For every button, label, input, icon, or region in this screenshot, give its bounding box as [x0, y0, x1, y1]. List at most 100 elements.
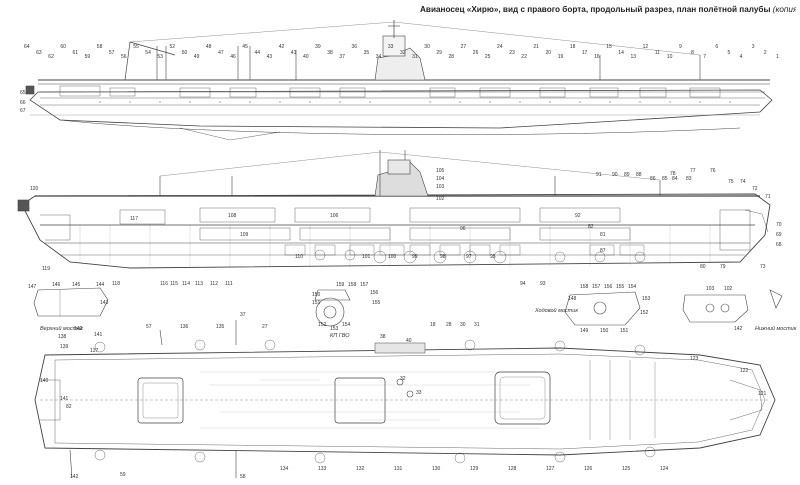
callout-label: 151 [620, 328, 629, 334]
callout-label: 147 [28, 284, 37, 290]
callout-label: 56 [121, 54, 127, 60]
callout-label: 94 [520, 281, 526, 287]
callout-label: 137 [90, 348, 99, 354]
side-view-labels: 6463626061595857565554535250494847464544… [20, 44, 779, 114]
callout-label: 119 [42, 266, 50, 272]
callout-label: 59 [85, 54, 91, 60]
callout-label: 116 [160, 281, 168, 287]
callout-label: 37 [339, 54, 345, 60]
callout-label: 84 [672, 176, 678, 182]
callout-label: 110 [295, 254, 303, 260]
callout-label: 7 [703, 54, 706, 60]
callout-label: 105 [436, 168, 445, 174]
callout-label: 88 [636, 172, 642, 178]
callout-label: 18 [430, 322, 436, 328]
callout-label: 12 [643, 44, 649, 50]
callout-label: 27 [461, 44, 467, 50]
callout-label: 14 [618, 50, 624, 56]
callout-label: 66 [20, 100, 26, 106]
callout-label: 21 [533, 44, 539, 50]
callout-label: 33 [416, 390, 422, 396]
callout-label: 63 [36, 50, 42, 56]
callout-label: 158 [348, 282, 357, 288]
callout-label: 132 [356, 466, 365, 472]
callout-label: 145 [72, 282, 81, 288]
callout-label: 67 [20, 108, 26, 114]
callout-label: 109 [240, 232, 249, 238]
callout-label: 13 [631, 54, 637, 60]
callout-label: 118 [112, 281, 120, 287]
callout-label: 47 [218, 50, 224, 56]
callout-label: 127 [546, 466, 555, 472]
callout-label: 34 [376, 54, 382, 60]
callout-label: 15 [606, 44, 612, 50]
caption-note: (копия подлинного чертежа) [772, 5, 796, 14]
callout-label: 93 [540, 281, 546, 287]
callout-label: 141 [60, 396, 69, 402]
callout-label: 138 [58, 334, 67, 340]
callout-label: 26 [473, 50, 479, 56]
caption-gun-director: КП ГВО [330, 333, 350, 339]
callout-label: 55 [133, 44, 139, 50]
callout-label: 111 [225, 281, 233, 287]
caption-top-bridge: Верхний мостик [40, 325, 83, 332]
callout-label: 103 [436, 184, 445, 190]
callout-label: 108 [228, 213, 237, 219]
callout-label: 96 [460, 226, 466, 232]
callout-label: 1 [776, 54, 779, 60]
callout-label: 102 [724, 286, 733, 292]
callout-label: 121 [758, 391, 767, 397]
callout-label: 32 [400, 50, 406, 56]
callout-label: 38 [380, 334, 386, 340]
callout-label: 30 [460, 322, 466, 328]
callout-label: 99 [412, 254, 418, 260]
callout-label: 154 [628, 284, 637, 290]
callout-label: 98 [440, 254, 446, 260]
callout-label: 131 [394, 466, 403, 472]
callout-label: 43 [267, 54, 273, 60]
callout-label: 49 [194, 54, 200, 60]
callout-label: 73 [760, 264, 766, 270]
callout-label: 139 [60, 344, 69, 350]
callout-label: 89 [624, 172, 630, 178]
callout-label: 48 [206, 44, 212, 50]
callout-label: 64 [24, 44, 30, 50]
callout-label: 114 [182, 281, 190, 287]
callout-label: 50 [182, 50, 188, 56]
callout-label: 35 [364, 50, 370, 56]
callout-label: 151 [312, 300, 321, 306]
callout-label: 136 [180, 324, 189, 330]
callout-label: 58 [97, 44, 103, 50]
callout-label: 90 [612, 172, 618, 178]
callout-label: 117 [130, 216, 138, 222]
callout-label: 19 [558, 54, 564, 60]
callout-label: 77 [690, 168, 696, 174]
callout-label: 3 [752, 44, 755, 50]
callout-label: 146 [52, 282, 61, 288]
callout-label: 38 [327, 50, 333, 56]
callout-label: 36 [352, 44, 358, 50]
callout-label: 87 [600, 248, 606, 254]
callout-label: 18 [570, 44, 576, 50]
callout-label: 112 [210, 281, 218, 287]
callout-label: 130 [432, 466, 441, 472]
callout-label: 31 [412, 54, 418, 60]
callout-label: 102 [436, 196, 445, 202]
callout-label: 16 [594, 54, 600, 60]
callout-label: 60 [60, 44, 66, 50]
callout-label: 149 [580, 328, 589, 334]
figure-caption: Авианосец «Хирю», вид с правого борта, п… [420, 4, 796, 15]
callout-label: 32 [400, 376, 406, 382]
callout-label: 79 [720, 264, 726, 270]
callout-label: 158 [580, 284, 589, 290]
callout-label: 150 [600, 328, 609, 334]
callout-label: 46 [230, 54, 236, 60]
callout-label: 40 [303, 54, 309, 60]
callout-label: 29 [436, 50, 442, 56]
callout-label: 144 [96, 282, 105, 288]
callout-label: 59 [120, 472, 126, 478]
